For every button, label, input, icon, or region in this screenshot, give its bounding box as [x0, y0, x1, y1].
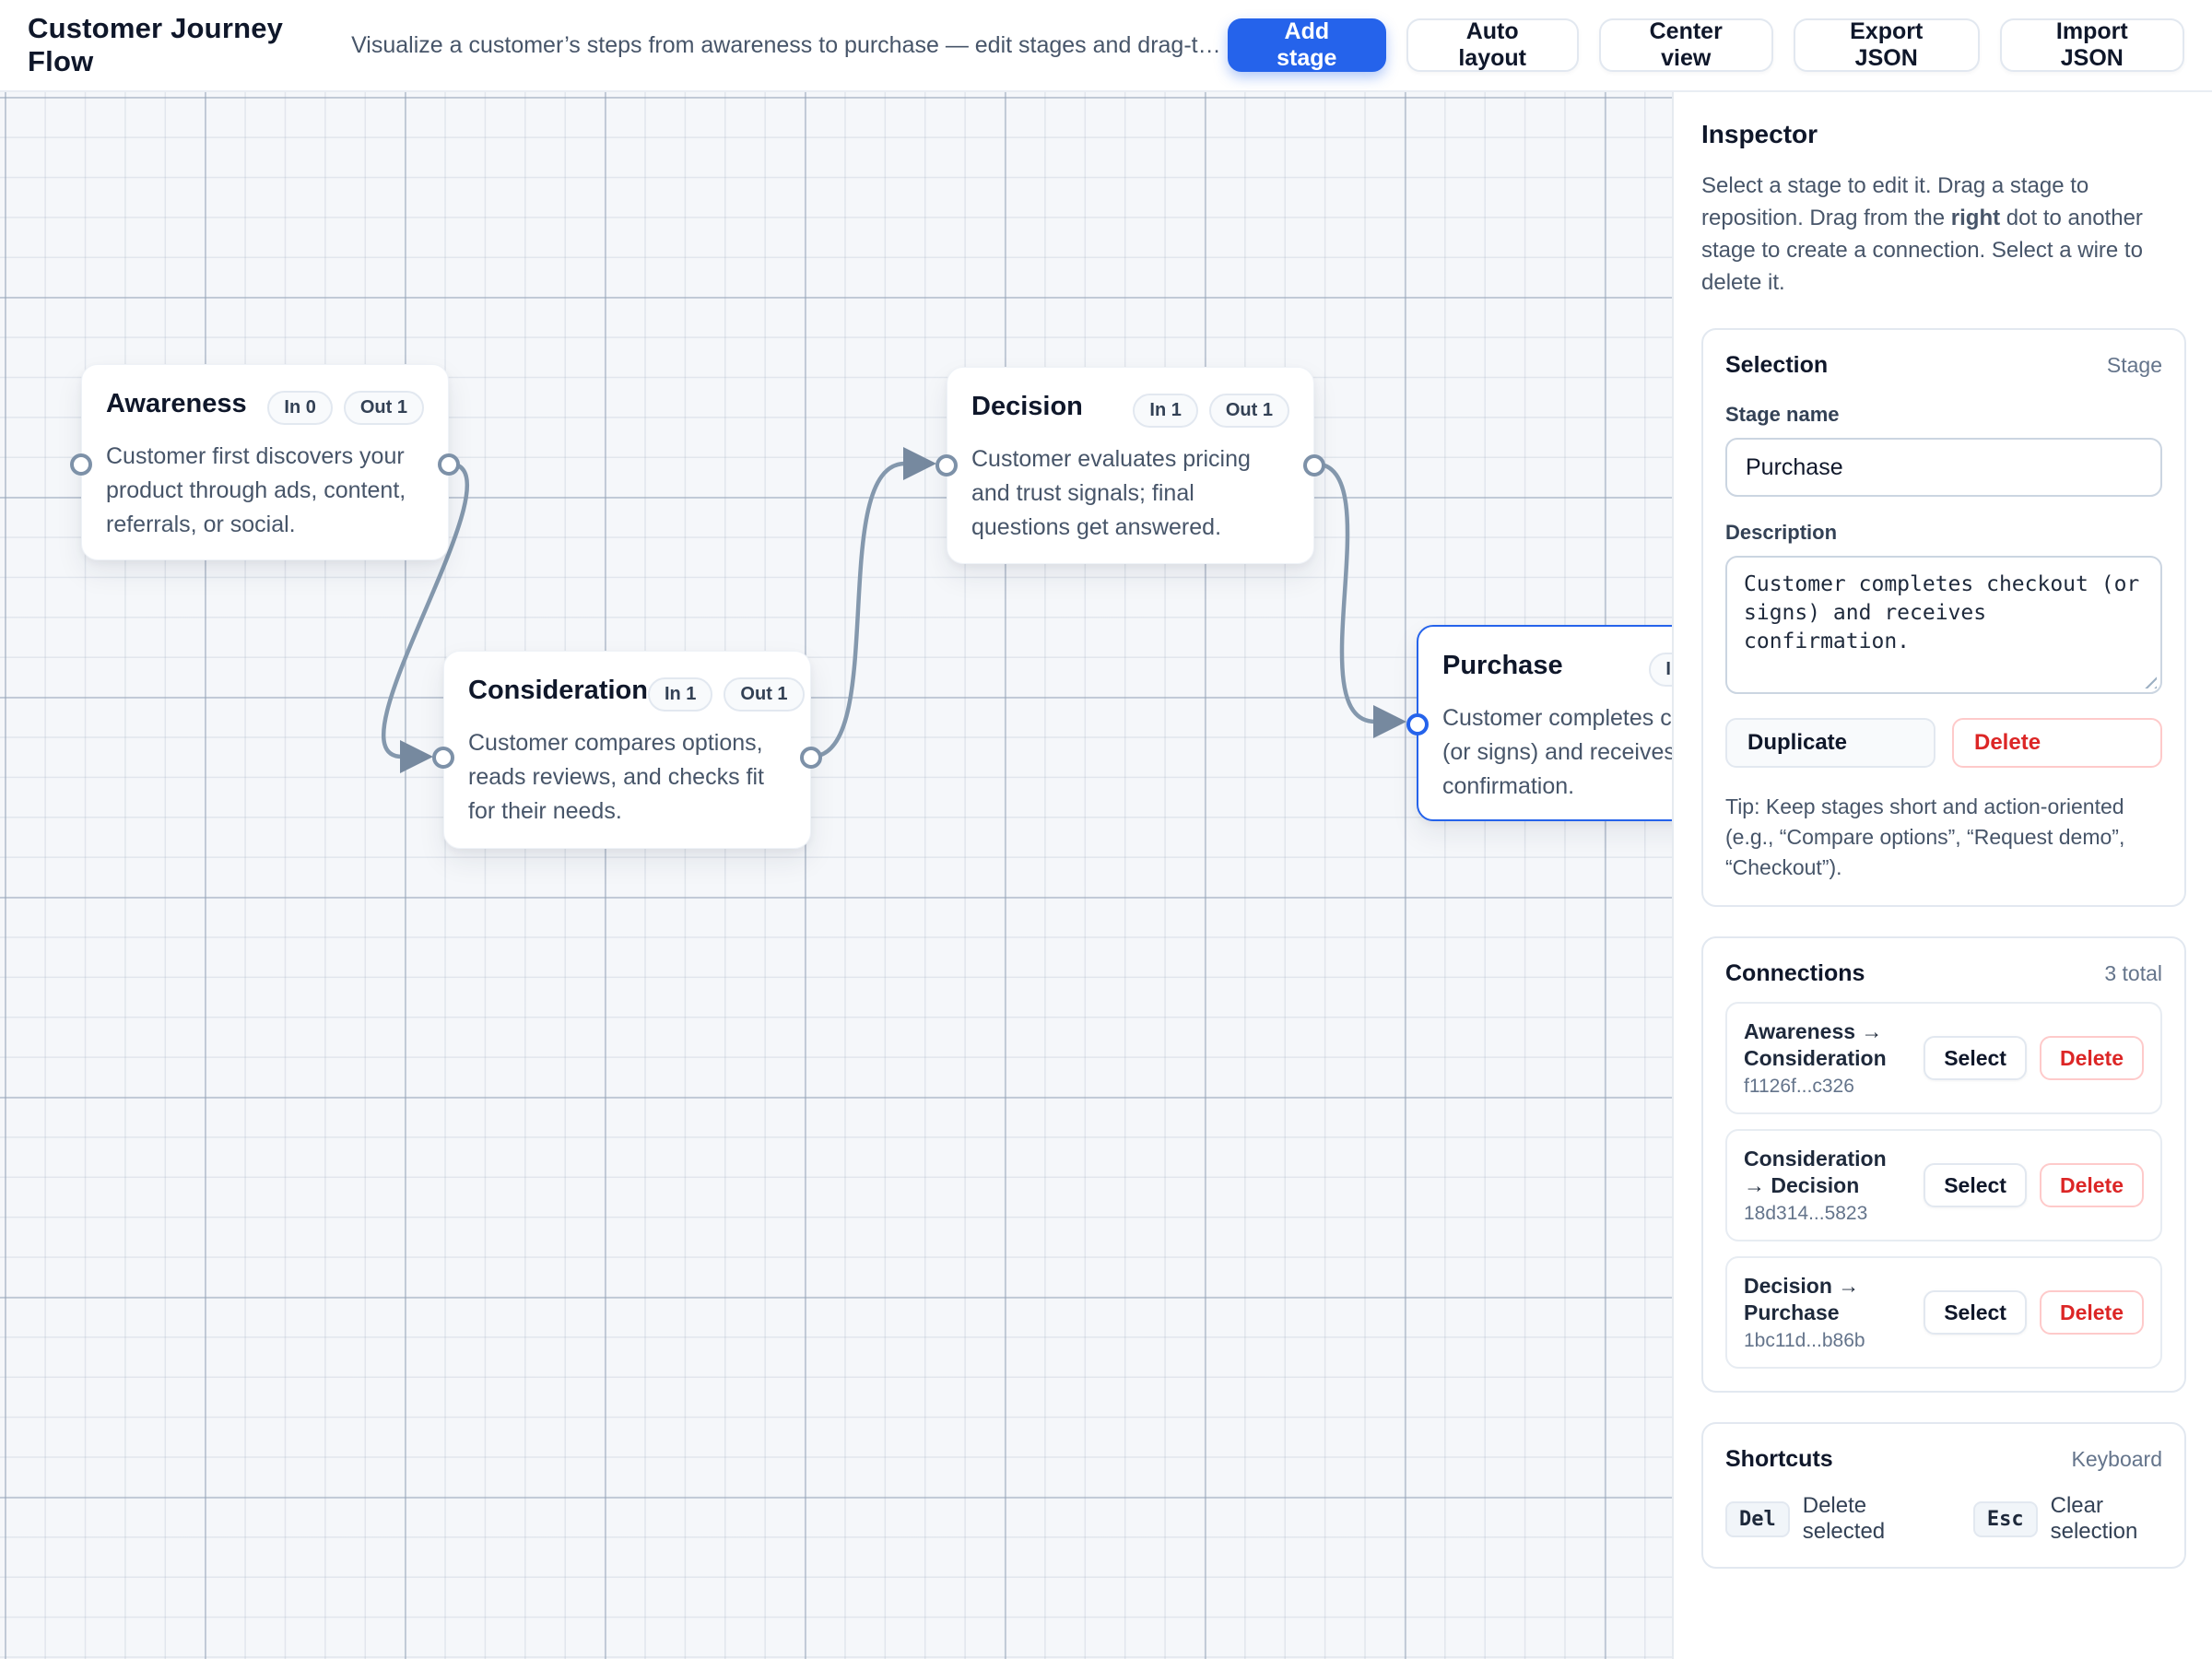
node-title: Purchase — [1442, 651, 1563, 680]
delete-connection-button[interactable]: Delete — [2039, 1290, 2144, 1335]
arrowhead-consideration-decision — [903, 447, 936, 480]
select-connection-button[interactable]: Select — [1924, 1036, 2027, 1080]
select-connection-button[interactable]: Select — [1924, 1163, 2027, 1207]
node-title: Consideration — [468, 676, 648, 705]
connections-card: Connections 3 total Awareness → Consider… — [1701, 936, 2186, 1393]
wire-consideration-decision[interactable] — [810, 461, 906, 759]
inspector-help-text: Select a stage to edit it. Drag a stage … — [1701, 170, 2186, 299]
in-count-badge: In 0 — [267, 391, 333, 425]
connection-id: 1bc11d...b86b — [1744, 1330, 1865, 1351]
esc-key-label: Clear selection — [2050, 1493, 2138, 1544]
node-header: Decision In 1 Out 1 — [971, 392, 1289, 428]
duplicate-button[interactable]: Duplicate — [1725, 718, 1936, 768]
output-port[interactable] — [1303, 454, 1325, 477]
add-stage-button[interactable]: Add stage — [1227, 18, 1386, 72]
del-key: Del — [1725, 1500, 1790, 1537]
node-badges: In 0 Out 1 — [267, 389, 424, 425]
stage-name-label: Stage name — [1725, 403, 1840, 426]
description-label: Description — [1725, 521, 1838, 544]
output-port[interactable] — [800, 747, 822, 769]
input-port[interactable] — [70, 453, 92, 476]
inspector-panel: Inspector Select a stage to edit it. Dra… — [1672, 92, 2212, 1659]
connection-label: Awareness → Consideration — [1744, 1019, 1887, 1070]
page-subtitle: Visualize a customer’s steps from awaren… — [351, 31, 1228, 58]
input-port[interactable] — [935, 454, 958, 477]
stage-node-consideration[interactable]: Consideration In 1 Out 1 Customer compar… — [432, 651, 822, 849]
stage-node-awareness[interactable]: Awareness In 0 Out 1 Customer first disc… — [70, 364, 460, 560]
connections-title: Connections — [1725, 960, 1865, 986]
connection-info: Consideration → Decision 18d314...5823 — [1744, 1146, 1911, 1225]
stage-name-input[interactable] — [1725, 438, 2162, 497]
connections-card-header: Connections 3 total — [1725, 960, 2162, 987]
esc-key: Esc — [1972, 1500, 2038, 1537]
out-count-badge: Out 1 — [343, 391, 424, 425]
arrowhead-decision-purchase — [1373, 705, 1406, 738]
inspector-title: Inspector — [1701, 120, 1818, 148]
output-port[interactable] — [438, 453, 460, 476]
wire-awareness-consideration[interactable] — [381, 461, 470, 759]
node-description: Customer compares options, reads reviews… — [468, 730, 764, 824]
shortcuts-card: Shortcuts Keyboard Del Delete selected E… — [1701, 1422, 2186, 1569]
delete-connection-button[interactable]: Delete — [2039, 1036, 2144, 1080]
selection-card-header: Selection Stage — [1725, 352, 2162, 379]
delete-stage-button[interactable]: Delete — [1952, 718, 2162, 768]
input-port[interactable] — [432, 747, 454, 769]
connection-id: 18d314...5823 — [1744, 1203, 1868, 1224]
connection-row: Consideration → Decision 18d314...5823 S… — [1725, 1129, 2162, 1241]
import-json-button[interactable]: Import JSON — [1999, 18, 2185, 72]
selection-kind-label: Stage — [2106, 353, 2162, 377]
stage-tip-text: Tip: Keep stages short and action-orient… — [1725, 794, 2125, 879]
description-textarea[interactable]: Customer completes checkout (or signs) a… — [1725, 556, 2162, 694]
app-header: Customer Journey Flow Visualize a custom… — [0, 0, 2212, 92]
description-field-wrap: Customer completes checkout (or signs) a… — [1725, 556, 2162, 694]
node-description: Customer first discovers your product th… — [106, 443, 406, 537]
selection-title: Selection — [1725, 352, 1829, 378]
center-view-button[interactable]: Center view — [1598, 18, 1773, 72]
arrowhead-awareness-consideration — [400, 740, 433, 773]
select-connection-button[interactable]: Select — [1924, 1290, 2027, 1335]
node-title: Decision — [971, 392, 1083, 421]
page-title: Customer Journey Flow — [28, 12, 284, 77]
in-count-badge: In 1 — [647, 677, 713, 712]
connection-row: Awareness → Consideration f1126f...c326 … — [1725, 1002, 2162, 1114]
shortcuts-row: Del Delete selected Esc Clear selection — [1725, 1493, 2162, 1545]
export-json-button[interactable]: Export JSON — [1793, 18, 1980, 72]
connections-count: 3 total — [2104, 961, 2162, 985]
help-text-after: dot to another stage to create a connect… — [1701, 206, 2143, 295]
node-description: Customer evaluates pricing and trust sig… — [971, 446, 1251, 540]
connection-info: Awareness → Consideration f1126f...c326 — [1744, 1018, 1911, 1098]
wires-layer — [381, 447, 1406, 773]
connection-id: f1126f...c326 — [1744, 1076, 1854, 1097]
connection-row: Decision → Purchase 1bc11d...b86b Select… — [1725, 1256, 2162, 1369]
del-key-label: Delete selected — [1802, 1493, 1886, 1544]
help-text-bold: right — [1950, 206, 2001, 230]
shortcuts-card-header: Shortcuts Keyboard — [1725, 1446, 2162, 1473]
input-port[interactable] — [1406, 713, 1429, 735]
node-header: Consideration In 1 Out 1 — [468, 676, 805, 712]
node-title: Awareness — [106, 389, 247, 418]
help-text-before: Select a stage to edit it. Drag a stage … — [1701, 173, 2089, 230]
shortcuts-title: Shortcuts — [1725, 1446, 1833, 1472]
connection-info: Decision → Purchase 1bc11d...b86b — [1744, 1273, 1911, 1352]
selection-card: Selection Stage Stage name Description C… — [1701, 328, 2186, 907]
wire-decision-purchase[interactable] — [1313, 461, 1376, 724]
header-actions: Add stage Auto layout Center view Export… — [1227, 18, 2185, 72]
out-count-badge: Out 1 — [724, 677, 805, 712]
out-count-badge: Out 1 — [1208, 394, 1289, 428]
in-count-badge: In 1 — [1133, 394, 1198, 428]
stage-node-decision[interactable]: Decision In 1 Out 1 Customer evaluates p… — [935, 367, 1325, 564]
connection-label: Decision → Purchase — [1744, 1274, 1860, 1324]
shortcuts-kind-label: Keyboard — [2071, 1447, 2162, 1471]
delete-connection-button[interactable]: Delete — [2039, 1163, 2144, 1207]
node-header: Awareness In 0 Out 1 — [106, 389, 424, 425]
auto-layout-button[interactable]: Auto layout — [1406, 18, 1579, 72]
node-badges: In 1 Out 1 — [647, 676, 805, 712]
node-badges: In 1 Out 1 — [1133, 392, 1289, 428]
selection-actions: Duplicate Delete — [1725, 718, 2162, 768]
connection-label: Consideration → Decision — [1744, 1147, 1887, 1197]
